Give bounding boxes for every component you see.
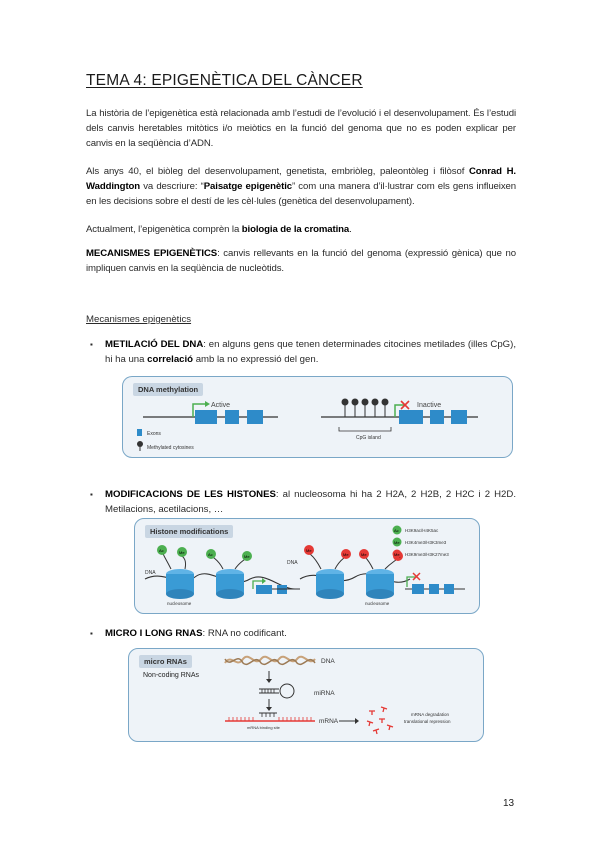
bullet-histone-modifications: ▪ MODIFICACIONS DE LES HISTONES: al nucl… [90,489,516,515]
svg-text:Non-coding RNAs: Non-coding RNAs [143,672,200,679]
svg-text:DNA: DNA [145,570,156,576]
figure-title: DNA methylation [133,383,204,396]
paragraph-mechanisms: MECANISMES EPIGENÈTICS: canvis rellevant… [86,248,516,274]
svg-text:Me: Me [361,552,367,557]
svg-text:mRNA: mRNA [319,718,339,725]
bullet-micro-long-rnas: ▪ MICRO I LONG RNAS: RNA no codificant. [90,628,287,639]
svg-text:miRNA: miRNA [314,690,335,697]
svg-text:H3K9me3/H3K27me3: H3K9me3/H3K27me3 [405,552,449,557]
histone-modifications-diagram: DNA Ac Me nucleosome Me Ac [144,525,465,606]
bullet-marker: ▪ [90,340,93,349]
svg-text:mRNA binding site: mRNA binding site [247,725,281,730]
figure-dna-methylation: DNA methylation Active Exons Methylated … [122,376,513,458]
dna-methylation-diagram: Active Exons Methylated cytosines Inacti… [137,398,478,451]
page-number: 13 [503,798,515,809]
section-subheading: Mecanismes epigenètics [86,314,192,325]
micro-rna-diagram: Non-coding RNAs DNA miRNA [143,655,451,735]
chromatin-biology-term: biologia de la cromatina [241,224,350,235]
mechanisms-term: MECANISMES EPIGENÈTICS [86,248,218,259]
svg-text:nucleosome: nucleosome [365,601,390,606]
page-title: TEMA 4: EPIGENÈTICA DEL CÀNCER [86,72,363,89]
figure-title: Histone modifications [145,525,234,538]
svg-text:Me: Me [244,554,250,559]
svg-text:Methylated cytosines: Methylated cytosines [147,445,194,451]
bullet-dna-methylation: ▪ METILACIÓ DEL DNA: en alguns gens que … [90,339,516,365]
svg-text:H3K9ac/H4K5ac: H3K9ac/H4K5ac [405,528,439,533]
paragraph-chromatin: Actualment, l’epigenètica comprèn la bio… [86,224,352,235]
waddington-name: Conrad H. Waddington [86,166,516,192]
figure-title: micro RNAs [139,655,192,668]
svg-text:Ac: Ac [159,548,164,553]
svg-text:Ac: Ac [394,528,399,533]
svg-text:DNA: DNA [287,560,298,566]
svg-text:Me: Me [179,550,185,555]
svg-text:Me: Me [306,548,312,553]
svg-text:DNA: DNA [321,658,335,665]
paragraph-intro: La història de l’epigenètica està relaci… [86,108,516,149]
svg-text:Me: Me [343,552,349,557]
svg-text:Inactive: Inactive [417,402,441,409]
svg-text:mRNA degradation: mRNA degradation [411,712,450,717]
svg-text:Active: Active [211,402,230,409]
bullet-marker: ▪ [90,490,93,499]
paragraph-waddington: Als anys 40, el biòleg del desenvolupame… [86,166,516,207]
svg-text:H3K4me3/H3K3me3: H3K4me3/H3K3me3 [405,540,447,545]
figure-histone-modifications: Histone modifications DNA Ac Me nucleoso… [134,518,480,614]
epigenetic-landscape-term: Paisatge epigenètic [203,181,292,192]
figure-micro-rnas: micro RNAs Non-coding RNAs DNA miRNA [128,648,484,742]
svg-text:Ac: Ac [208,552,213,557]
svg-text:Exons: Exons [147,431,161,437]
svg-text:Me: Me [394,552,400,557]
bullet-marker: ▪ [90,629,93,638]
svg-text:CpG island: CpG island [356,435,381,441]
svg-text:translational repression: translational repression [404,719,451,724]
svg-text:nucleosome: nucleosome [167,601,192,606]
svg-text:Me: Me [394,540,400,545]
